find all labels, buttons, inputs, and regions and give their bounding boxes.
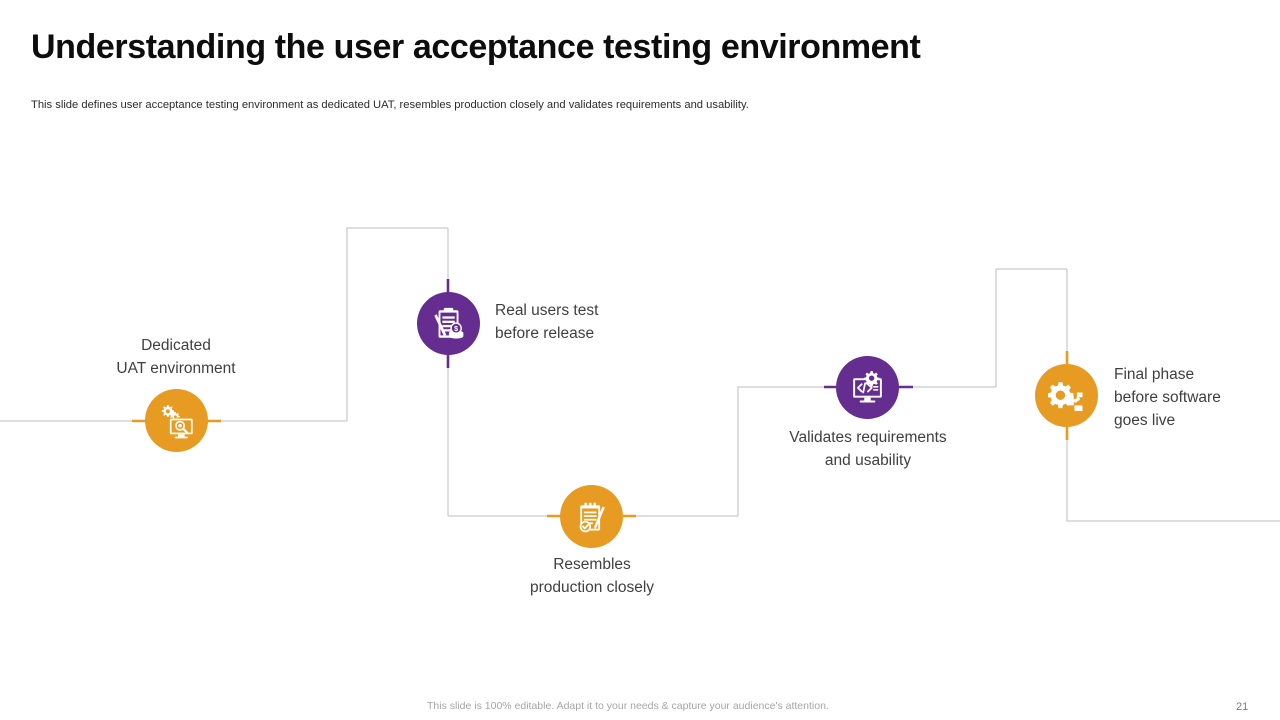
step-4-icon-badge[interactable] — [836, 356, 899, 419]
page-subtitle: This slide defines user acceptance testi… — [31, 99, 749, 111]
gears-monitor-search-icon — [161, 404, 193, 438]
notepad-check-pen-icon — [579, 502, 605, 532]
step-5-label: Final phase before software goes live — [1114, 366, 1221, 429]
svg-text:$: $ — [454, 325, 458, 332]
step-3-label: Resembles production closely — [529, 556, 655, 596]
step-3-icon-badge[interactable] — [560, 485, 623, 548]
gear-puzzle-icon — [1048, 382, 1083, 412]
monitor-code-gear-icon — [853, 371, 882, 403]
step-1-icon-badge[interactable] — [145, 389, 208, 452]
step-5-icon-badge[interactable] — [1035, 364, 1098, 427]
step-2-label: Real users test before release — [495, 302, 599, 342]
page-number: 21 — [1236, 701, 1249, 713]
step-1-label: Dedicated UAT environment — [116, 337, 236, 377]
step-4-label: Validates requirements and usability — [789, 429, 947, 469]
step-2-icon-badge[interactable]: $ — [417, 292, 480, 355]
footer-note: This slide is 100% editable. Adapt it to… — [427, 700, 829, 712]
clipboard-coins-icon: $ — [433, 307, 463, 339]
page-title: Understanding the user acceptance testin… — [31, 28, 921, 66]
